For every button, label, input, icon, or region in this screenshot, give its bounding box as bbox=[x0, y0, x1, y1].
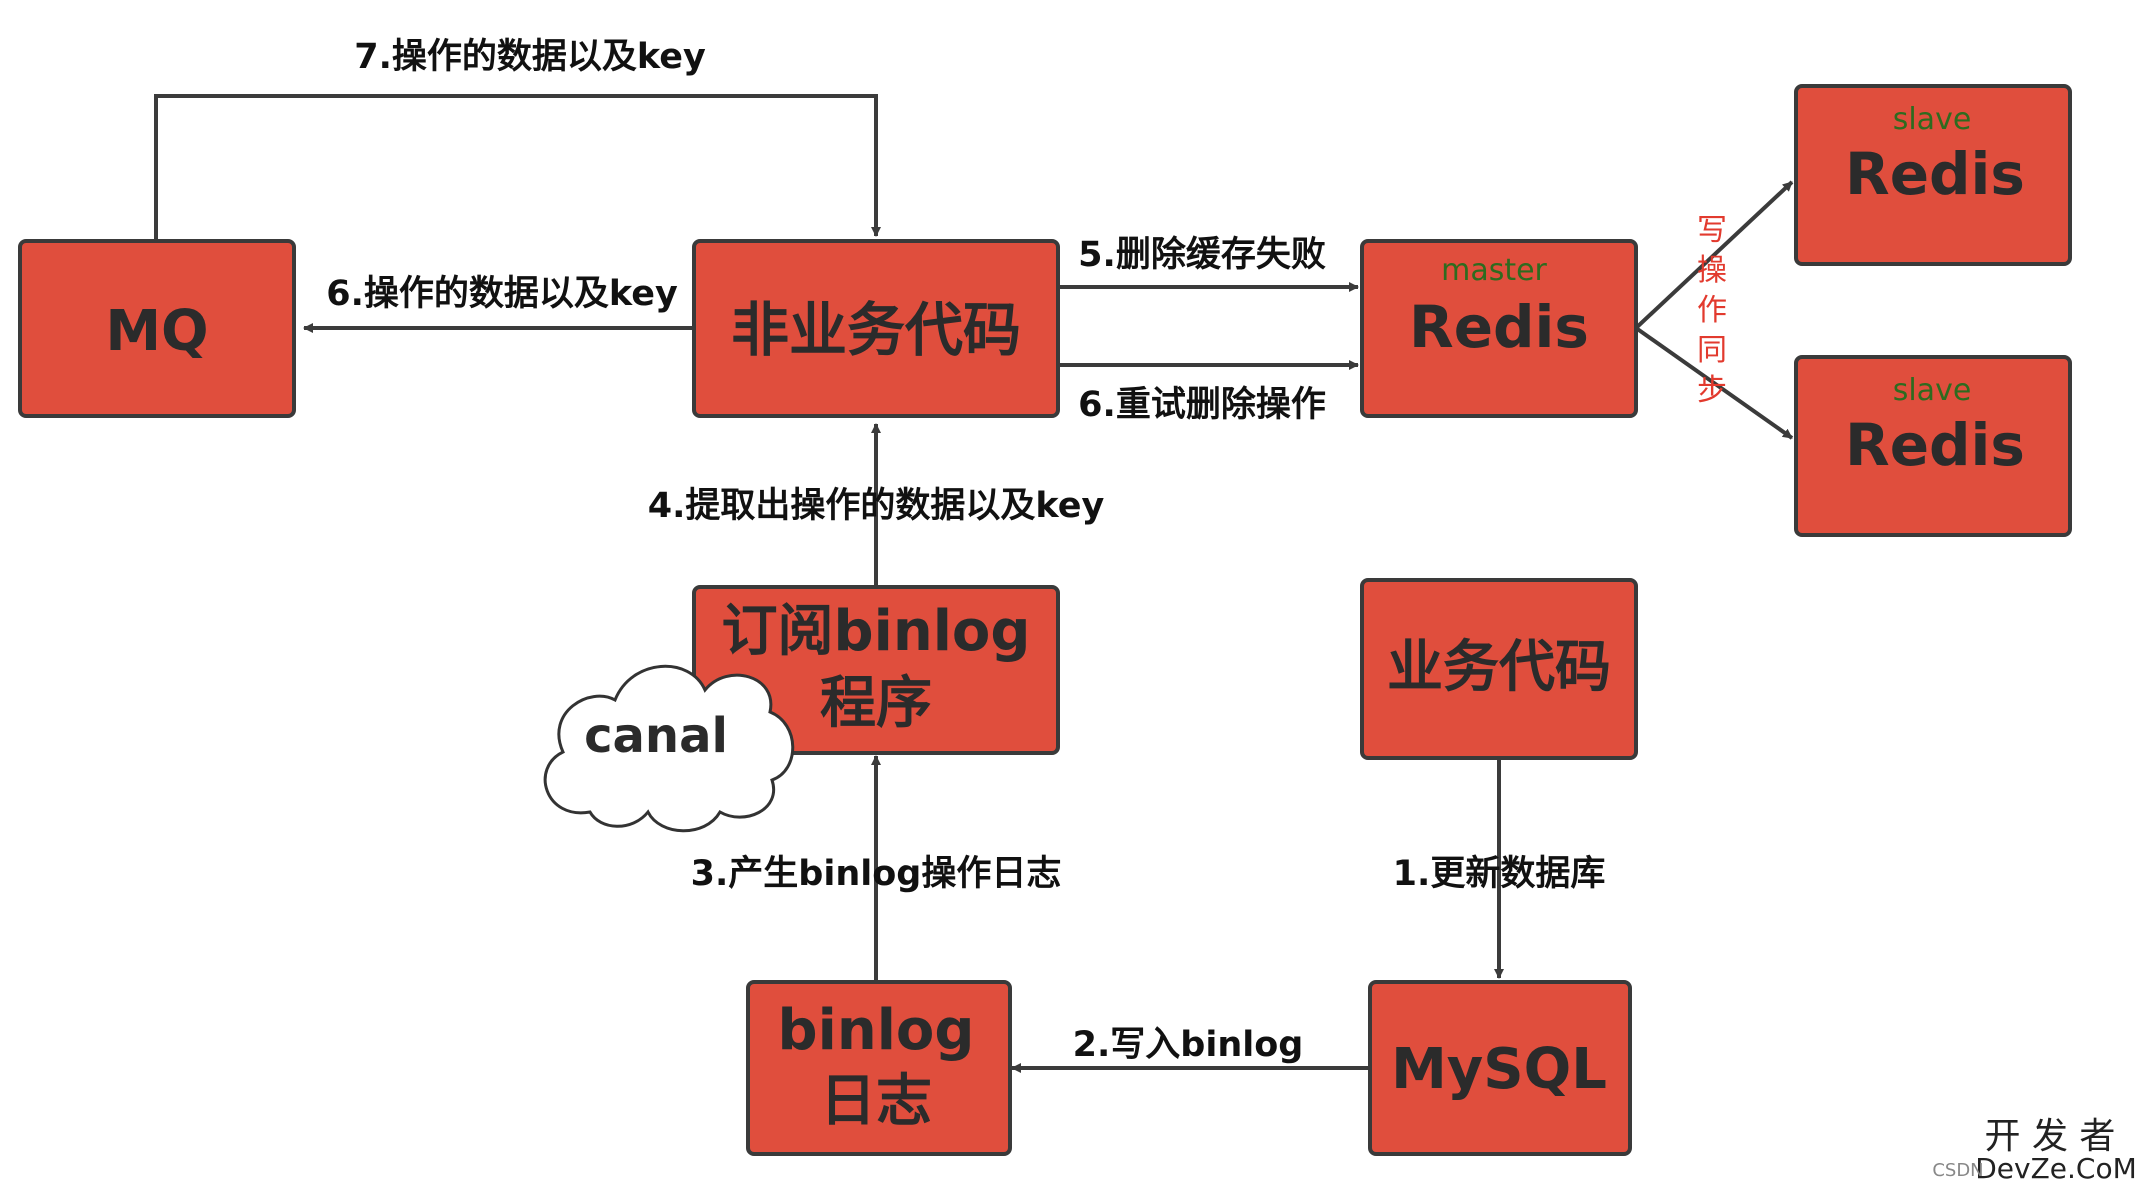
slave-tag-2: slave bbox=[1893, 373, 1972, 408]
edge-replication-2 bbox=[1634, 326, 1794, 440]
replication-char: 操 bbox=[1697, 253, 1727, 288]
label-step2: 2.写入binlog bbox=[1073, 1025, 1304, 1065]
node-non-business-code: 非业务代码 bbox=[692, 239, 1060, 418]
watermark-small: CSDN bbox=[1932, 1160, 1983, 1181]
label-step4: 4.提取出操作的数据以及key bbox=[648, 486, 1105, 526]
canal-label: canal bbox=[584, 708, 728, 764]
node-non-business-code-label: 非业务代码 bbox=[731, 296, 1021, 364]
node-binlog-log-line1: binlog bbox=[778, 998, 975, 1063]
watermark-line1: 开 发 者 bbox=[1985, 1116, 2116, 1157]
label-step6-mq: 6.操作的数据以及key bbox=[326, 274, 678, 314]
node-mysql-label: MySQL bbox=[1391, 1037, 1607, 1102]
label-step5: 5.删除缓存失败 bbox=[1078, 235, 1326, 275]
replication-char: 步 bbox=[1697, 373, 1727, 408]
node-binlog-subscriber-line2: 程序 bbox=[820, 671, 932, 736]
replication-char: 写 bbox=[1697, 213, 1727, 248]
node-redis-slave-1-label: Redis bbox=[1845, 140, 2025, 208]
node-binlog-subscriber: 订阅binlog 程序 bbox=[692, 585, 1060, 755]
node-mysql: MySQL bbox=[1368, 980, 1632, 1156]
canal-cloud: canal bbox=[543, 665, 795, 833]
node-mq-label: MQ bbox=[105, 299, 208, 364]
watermark: 开 发 者 DevZe.CoM CSDN bbox=[1932, 1116, 2136, 1185]
node-redis-master-label: Redis bbox=[1409, 293, 1589, 361]
node-redis-slave-1: slave Redis bbox=[1794, 84, 2072, 266]
node-redis-master: master Redis bbox=[1360, 239, 1638, 418]
node-business-code: 业务代码 bbox=[1360, 578, 1638, 760]
connectors bbox=[154, 94, 1794, 1073]
watermark-line2: DevZe.CoM bbox=[1975, 1152, 2137, 1185]
node-mq: MQ bbox=[18, 239, 296, 418]
node-binlog-subscriber-line1: 订阅binlog bbox=[722, 599, 1031, 664]
edge-step7 bbox=[154, 94, 881, 240]
master-tag: master bbox=[1441, 253, 1547, 288]
label-step3: 3.产生binlog操作日志 bbox=[691, 854, 1062, 894]
slave-tag-1: slave bbox=[1893, 102, 1972, 137]
cloud-shape bbox=[543, 665, 795, 833]
node-binlog-log-line2: 日志 bbox=[820, 1069, 932, 1134]
replication-char: 同 bbox=[1697, 333, 1727, 368]
replication-char: 作 bbox=[1697, 293, 1727, 328]
edge-replication-1 bbox=[1634, 180, 1794, 330]
replication-note: 写 操 作 同 步 bbox=[1697, 213, 1727, 408]
label-step1: 1.更新数据库 bbox=[1393, 854, 1606, 894]
node-binlog-log: binlog 日志 bbox=[746, 980, 1012, 1156]
node-business-code-label: 业务代码 bbox=[1387, 635, 1611, 700]
label-step6-retry: 6.重试删除操作 bbox=[1078, 385, 1326, 425]
node-redis-slave-2: slave Redis bbox=[1794, 355, 2072, 537]
label-step7: 7.操作的数据以及key bbox=[354, 37, 706, 77]
node-redis-slave-2-label: Redis bbox=[1845, 411, 2025, 479]
